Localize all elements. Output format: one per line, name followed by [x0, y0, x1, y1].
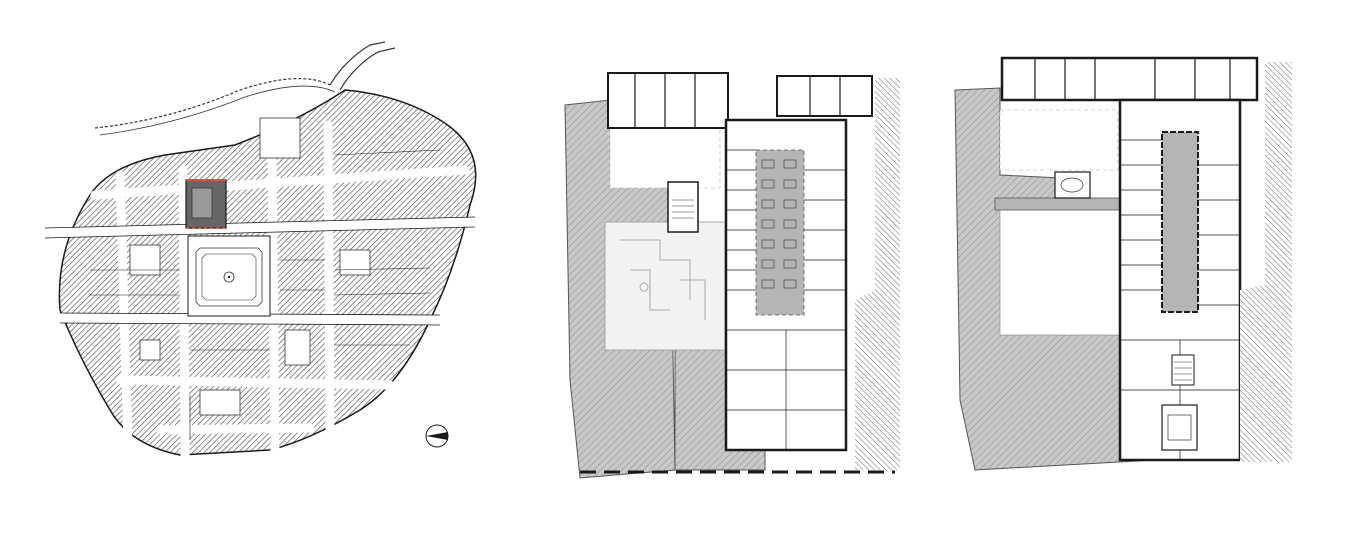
corridor-desks: [761, 159, 797, 289]
stair: [1171, 354, 1195, 386]
north-arrow-icon: [425, 424, 449, 448]
central-corridor: [755, 149, 805, 316]
floor-plan-1-panel: [540, 0, 920, 544]
square-monument: [223, 271, 235, 283]
north-wing: [1000, 56, 1259, 102]
block-lines: [90, 149, 441, 440]
connecting-stair: [667, 181, 699, 233]
courtyard-open: [999, 199, 1121, 336]
northern-road: [94, 78, 331, 129]
site-plan-panel: [0, 0, 500, 544]
floor-plan-1-drawing: [564, 72, 900, 479]
courtyard-area: [604, 221, 726, 351]
site-plan-drawing: [40, 41, 480, 465]
northeast-road: [329, 41, 386, 86]
floor-plan-2-drawing: [954, 56, 1292, 471]
link-corridor: [994, 197, 1121, 211]
meeting-room-link: [1054, 171, 1091, 199]
neighbour-east: [1240, 62, 1292, 462]
open-courtyards: [129, 117, 371, 416]
north-wing: [607, 72, 873, 129]
conference-room: [1161, 404, 1198, 451]
office-partitions: [726, 149, 846, 450]
neighbour-east: [855, 78, 900, 470]
street-grid: [40, 120, 480, 465]
office-partitions: [1120, 139, 1240, 460]
central-void: [1161, 131, 1199, 313]
floor-plan-2-panel: [940, 0, 1363, 544]
archaeology-remains: [620, 239, 706, 320]
